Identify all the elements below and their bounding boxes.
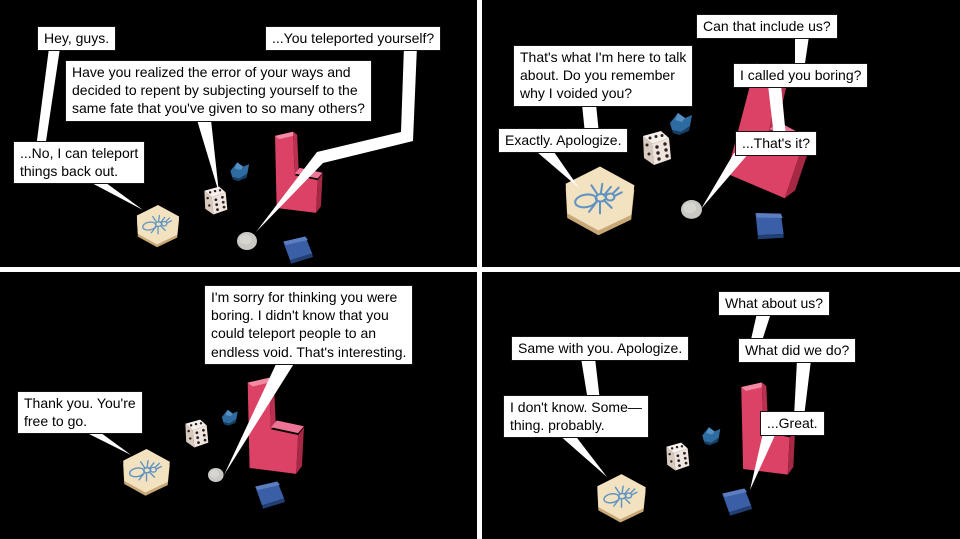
speech-tails <box>36 46 417 232</box>
panel-2-art <box>537 36 831 246</box>
ant-tile-piece <box>136 204 180 248</box>
blue-tile-piece <box>255 481 285 509</box>
die-piece <box>666 442 690 471</box>
speech-tail <box>794 360 811 417</box>
speech-tail <box>256 46 417 232</box>
speech-tails <box>537 36 809 209</box>
speech-bubble: ...Great. <box>760 411 825 437</box>
speech-bubble: What about us? <box>718 291 831 317</box>
void-token <box>237 232 257 250</box>
blue-meeple-piece <box>230 162 250 182</box>
panel-top-left: Hey, guys. ...You teleported yourself? H… <box>0 0 478 267</box>
speech-tail <box>81 430 131 455</box>
panel-1-art <box>36 46 417 264</box>
speech-bubble: Thank you. You're free to go. <box>17 391 143 435</box>
die-piece <box>643 131 671 165</box>
speech-bubble: Exactly. Apologize. <box>498 128 629 154</box>
speech-bubble: I don't know. Some— thing. probably. <box>503 395 649 439</box>
speech-bubble: ...No, I can teleport things back out. <box>13 141 146 185</box>
speech-tail <box>36 48 60 148</box>
speech-tail <box>795 36 809 70</box>
speech-bubble: That's what I'm here to talk about. Do y… <box>513 45 694 107</box>
ant-tile-piece <box>564 165 636 237</box>
speech-bubble: I'm sorry for thinking you were boring. … <box>204 285 414 365</box>
speech-tail <box>768 85 786 137</box>
panel-bottom-right: What about us? Same with you. Apologize.… <box>482 272 960 539</box>
panel-3-art <box>81 362 304 509</box>
panel-top-right: Can that include us? That's what I'm her… <box>482 0 960 267</box>
blue-meeple-piece <box>670 113 692 135</box>
speech-tail <box>86 180 143 210</box>
blue-meeple-piece <box>221 409 238 426</box>
blue-tile-piece <box>749 207 790 246</box>
speech-bubble: I called you boring? <box>733 63 869 89</box>
blue-tile-piece <box>722 488 752 516</box>
speech-bubble: Can that include us? <box>696 14 838 40</box>
speech-bubble: What did we do? <box>738 338 857 364</box>
ant-tile-piece <box>596 473 647 524</box>
blue-tile-piece <box>283 236 313 264</box>
speech-bubble: ...That's it? <box>735 131 818 157</box>
speech-tail <box>750 313 771 344</box>
speech-tails <box>558 313 811 490</box>
speech-tail <box>537 152 579 188</box>
panel-gutter-horizontal <box>0 267 960 272</box>
void-token <box>681 200 702 219</box>
blue-meeple-piece <box>702 427 721 446</box>
speech-tail <box>701 153 749 209</box>
speech-tail <box>582 104 599 134</box>
panel-4-art <box>558 313 811 524</box>
speech-tail <box>558 434 607 477</box>
speech-bubble: Same with you. Apologize. <box>511 336 690 362</box>
panel-bottom-left: I'm sorry for thinking you were boring. … <box>0 272 478 539</box>
speech-tail <box>224 362 295 475</box>
die-piece <box>204 186 228 215</box>
speech-bubble: Have you realized the error of your ways… <box>65 60 372 122</box>
speech-tail <box>581 358 600 401</box>
die-piece <box>185 419 209 448</box>
speech-tails <box>81 362 295 475</box>
void-token <box>208 468 224 483</box>
speech-tail <box>750 433 776 490</box>
ant-tile-piece <box>122 448 171 497</box>
speech-tail <box>197 120 219 193</box>
speech-bubble: Hey, guys. <box>37 26 117 52</box>
speech-bubble: ...You teleported yourself? <box>265 26 442 52</box>
